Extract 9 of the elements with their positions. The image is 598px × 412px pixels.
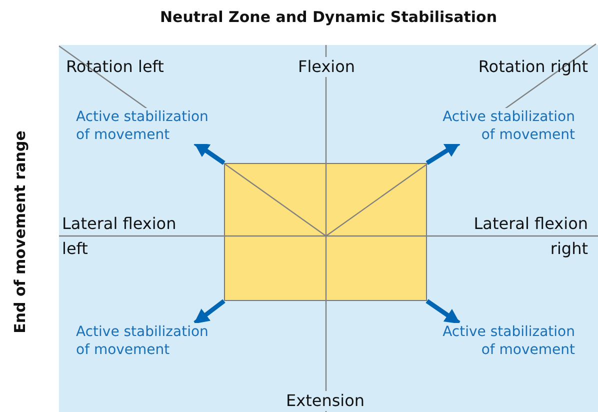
axis-label: Rotation right	[477, 57, 588, 77]
axis-label: Lateral flexion right	[472, 213, 588, 260]
axis-label: Lateral flexion left	[62, 213, 178, 260]
arrow	[194, 299, 226, 325]
arrow	[426, 299, 460, 325]
neutral-zone-rectangle	[224, 163, 427, 301]
axis-label: Rotation left	[66, 57, 164, 77]
axis-title: End of movement range	[10, 130, 30, 336]
diagram-title: Neutral Zone and Dynamic Stabilisation	[159, 7, 498, 27]
